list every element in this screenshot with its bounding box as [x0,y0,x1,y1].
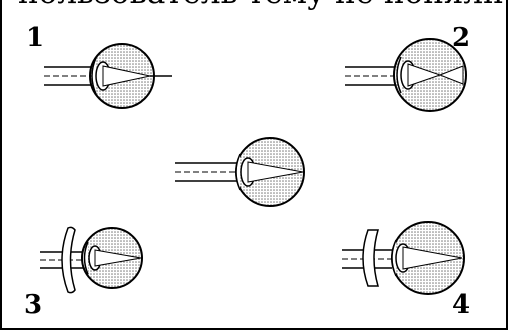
eye-center-normal [175,138,304,206]
eye-2 [345,39,466,111]
corrective-lens-2 [363,230,378,286]
eye-1-myopia [44,44,172,108]
eye-3-corrected [40,227,142,292]
corrective-lens-1 [62,227,75,292]
eye-4-corrected [342,222,464,294]
